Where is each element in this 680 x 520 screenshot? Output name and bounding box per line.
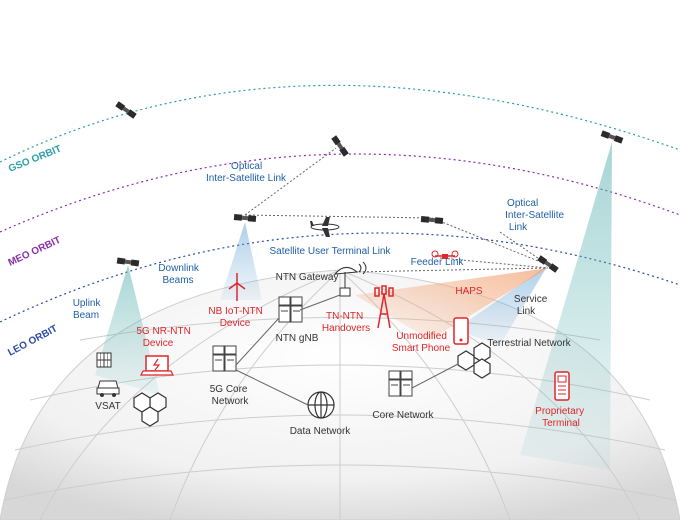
gso-satellite-right-icon [600, 130, 624, 144]
satellite-user-terminal-link-label: Satellite User Terminal Link [270, 246, 392, 257]
wind-turbine-icon [228, 273, 246, 301]
meo-orbit-path [0, 153, 680, 233]
downlink-beams-label: Downlink Beams [158, 263, 201, 286]
feeder-link-beam [355, 268, 548, 340]
5g-nr-ntn-device-label: 5G NR-NTN Device [136, 326, 193, 349]
meo-satellite-icon [331, 135, 349, 157]
leo-orbit-label: LEO ORBIT [6, 323, 59, 358]
haps-drone-icon [431, 250, 459, 259]
nb-iot-ntn-device-label: NB IoT-NTN Device [208, 306, 265, 329]
data-network-globe-icon [307, 391, 335, 419]
hex-cluster-left [133, 392, 167, 427]
feeder-link-line [354, 267, 549, 273]
gso-beam [520, 142, 612, 470]
optical-isl-right-label: Optical Inter-Satellite Link [505, 198, 567, 233]
airplane-icon [310, 217, 340, 237]
optical-isl-left-label: Optical Inter-Satellite Link [206, 161, 287, 184]
gso-orbit-label: GSO ORBIT [7, 144, 63, 175]
core-network-label: Core Network [372, 410, 434, 421]
network-lines [235, 294, 459, 406]
ntn-gateway-dish-icon [333, 261, 367, 297]
uplink-beam-label: Uplink Beam [73, 298, 104, 321]
gso-orbit-path [0, 84, 680, 163]
labels: Optical Inter-Satellite Link Optical Int… [73, 161, 587, 437]
solar-panel-icon [96, 352, 112, 368]
nbiot-beam [220, 222, 262, 300]
ntn-gnb-server-icon [278, 296, 303, 323]
car-icon [96, 380, 120, 397]
haps-label: HAPS [455, 286, 483, 297]
feeder-link-label: Feeder Link [411, 257, 465, 268]
leo-crosslink [244, 214, 433, 219]
tn-ntn-handovers-label: TN-NTN Handovers [322, 311, 370, 334]
data-network-label: Data Network [290, 426, 352, 437]
5g-core-server-icon [212, 345, 237, 372]
core-network-server-icon [388, 370, 413, 397]
smart-phone-icon [453, 317, 469, 345]
ntn-gnb-label: NTN gNB [276, 333, 319, 344]
links [244, 147, 549, 273]
proprietary-terminal-label: Proprietary Terminal [535, 406, 587, 429]
ntn-gateway-label: NTN Gateway [276, 272, 339, 283]
unmodified-smart-phone-label: Unmodified Smart Phone [392, 331, 451, 354]
vsat-label: VSAT [95, 401, 120, 412]
laptop-device-icon [140, 355, 174, 376]
meo-orbit-label: MEO ORBIT [7, 235, 63, 269]
5g-core-network-label: 5G Core Network [210, 384, 251, 407]
service-link-label: Service Link [514, 294, 550, 317]
optical-isl-link-left [244, 147, 337, 216]
leo-satellite-2-icon [420, 216, 444, 224]
optical-isl-link-right [431, 217, 549, 266]
proprietary-terminal-icon [554, 371, 570, 401]
hex-cluster-right [457, 342, 491, 379]
cell-tower-icon [374, 285, 394, 329]
terrestrial-network-label: Terrestrial Network [487, 338, 571, 349]
service-link-beam [455, 265, 548, 345]
gso-satellite-left-icon [115, 101, 137, 119]
